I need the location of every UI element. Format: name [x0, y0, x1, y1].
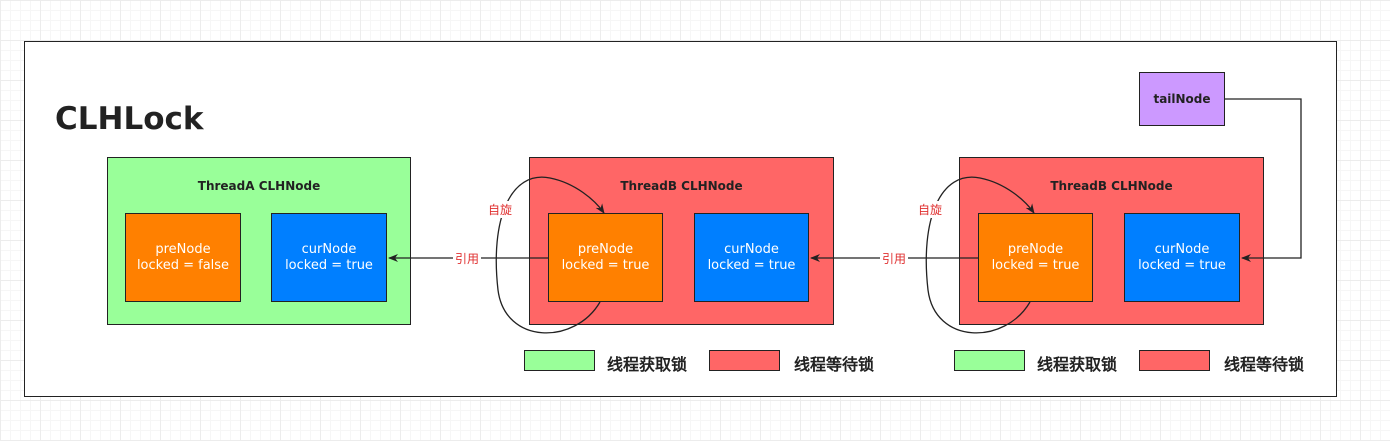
legend-label-acquired-2: 线程获取锁: [1037, 355, 1118, 374]
legend-swatch-waiting-2: [1139, 350, 1210, 371]
thread-a-curnode: curNode locked = true: [271, 213, 387, 302]
thread-b1-curnode-locked: locked = true: [707, 257, 796, 273]
spin-label-2: 自旋: [916, 201, 945, 218]
thread-a-curnode-name: curNode: [301, 241, 357, 257]
thread-a-label: ThreadA CLHNode: [197, 179, 321, 193]
legend-swatch-acquired-2: [954, 350, 1025, 371]
thread-b1-prenode-locked: locked = true: [561, 257, 650, 273]
thread-b1-prenode: preNode locked = true: [548, 213, 663, 302]
thread-b2-curnode-name: curNode: [1154, 241, 1210, 257]
reference-label-2: 引用: [880, 250, 909, 267]
thread-b2-label: ThreadB CLHNode: [1050, 179, 1173, 193]
thread-b2-prenode: preNode locked = true: [978, 213, 1093, 302]
spin-label-1: 自旋: [486, 201, 515, 218]
thread-a-prenode-locked: locked = false: [136, 257, 230, 273]
thread-b1-curnode: curNode locked = true: [694, 213, 809, 302]
thread-b2-prenode-name: preNode: [1007, 241, 1064, 257]
legend-swatch-acquired-1: [524, 350, 595, 371]
thread-a-prenode: preNode locked = false: [125, 213, 241, 302]
reference-label-1: 引用: [453, 250, 482, 267]
legend-label-acquired-1: 线程获取锁: [607, 355, 688, 374]
thread-b2-curnode: curNode locked = true: [1124, 213, 1240, 302]
thread-b1-label: ThreadB CLHNode: [620, 179, 743, 193]
legend-label-waiting-2: 线程等待锁: [1224, 355, 1305, 374]
thread-b1-curnode-name: curNode: [724, 241, 779, 257]
tail-node-label: tailNode: [1153, 92, 1211, 106]
thread-a-prenode-name: preNode: [155, 241, 211, 257]
diagram-title: CLHLock: [55, 101, 204, 137]
legend-label-waiting-1: 线程等待锁: [794, 355, 875, 374]
tail-node: tailNode: [1139, 72, 1225, 126]
thread-b2-curnode-locked: locked = true: [1138, 257, 1226, 273]
thread-b1-prenode-name: preNode: [577, 241, 634, 257]
thread-b2-prenode-locked: locked = true: [991, 257, 1080, 273]
legend-swatch-waiting-1: [709, 350, 780, 371]
thread-a-curnode-locked: locked = true: [285, 257, 373, 273]
